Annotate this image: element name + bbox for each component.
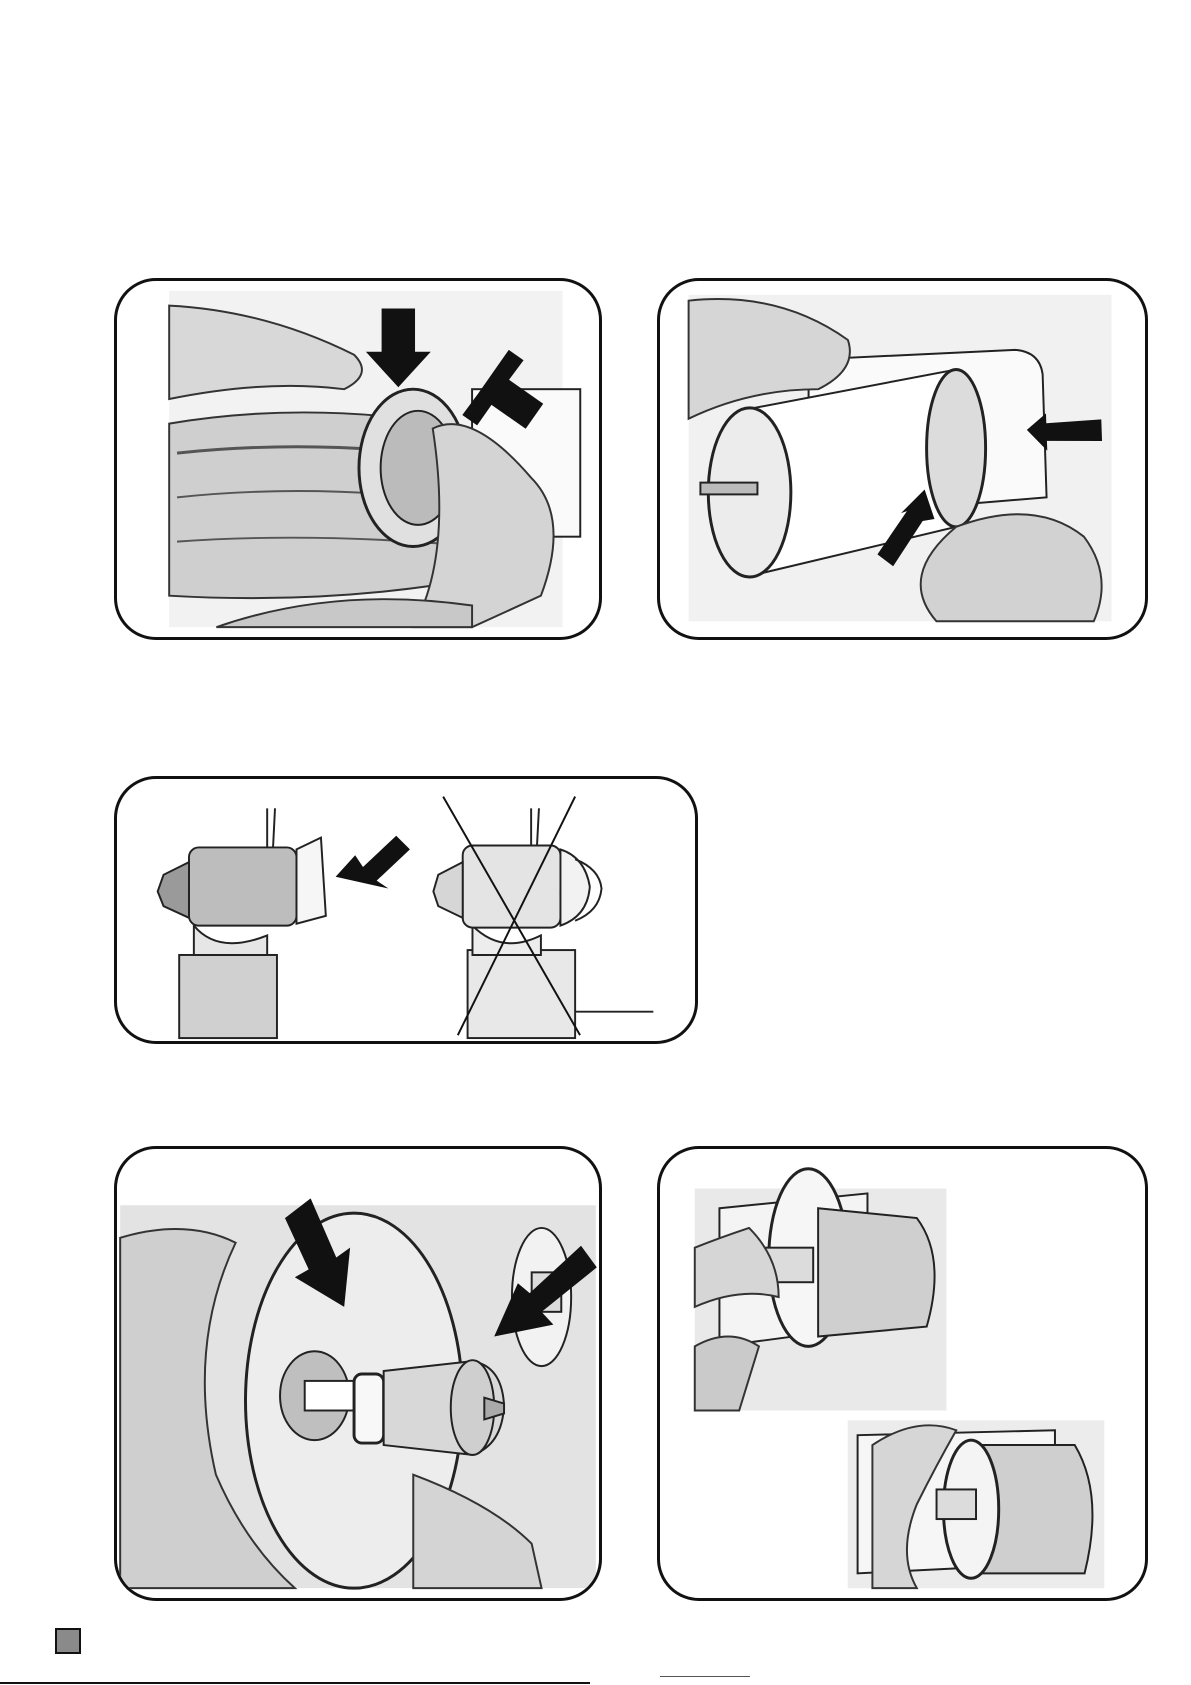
figure-1-panel <box>114 278 602 640</box>
hand-tightening-flange-illustration <box>660 1149 1145 1598</box>
figure-4-panel <box>114 1146 602 1601</box>
lower-step-icon <box>848 1420 1105 1588</box>
wrong-orientation-icon <box>433 797 653 1038</box>
correct-orientation-icon <box>158 808 410 1038</box>
hand-fitting-cone-illustration <box>117 281 599 637</box>
correct-vs-wrong-cone-orientation-illustration <box>117 779 695 1041</box>
page-marker-square <box>55 1628 81 1654</box>
figure-5-panel <box>657 1146 1148 1601</box>
upper-step-icon <box>695 1169 947 1411</box>
hand-mounting-cylinder-illustration <box>660 281 1145 637</box>
wheel-on-shaft-with-cone-illustration <box>117 1149 599 1598</box>
footer-mark <box>660 1676 750 1684</box>
footer-rule <box>0 1682 590 1684</box>
figure-3-panel <box>114 776 698 1044</box>
figure-2-panel <box>657 278 1148 640</box>
